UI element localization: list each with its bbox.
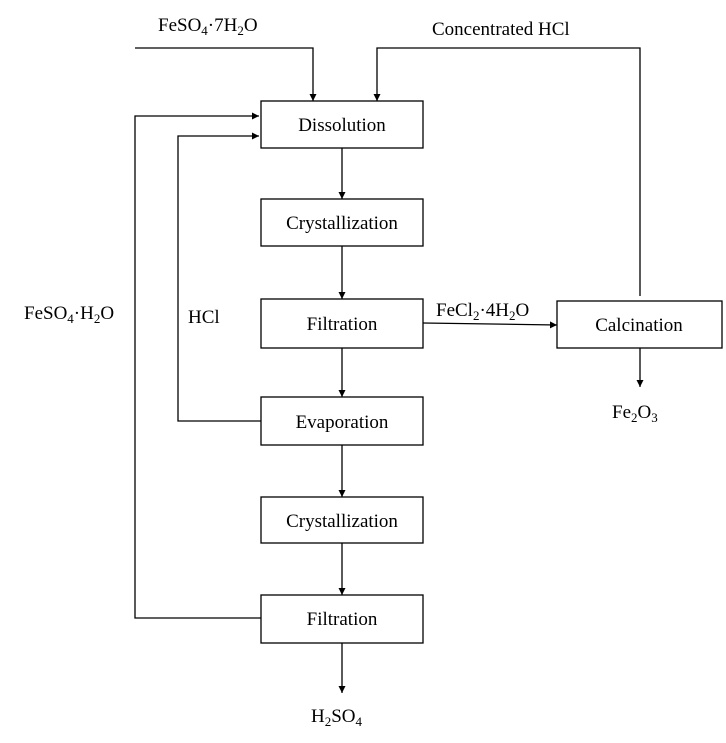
evaporation-box: Evaporation — [260, 396, 424, 446]
feso4-7h2o-label: FeSO4·7H2O — [158, 15, 258, 38]
h2so4-label: H2SO4 — [311, 706, 363, 729]
calcination-label: Calcination — [595, 315, 683, 336]
filtration-box-2: Filtration — [260, 594, 424, 644]
evaporation-label: Evaporation — [296, 412, 389, 433]
filtration-box-1: Filtration — [260, 298, 424, 349]
crystallization-box-1: Crystallization — [260, 198, 424, 247]
crystallization-2-label: Crystallization — [286, 511, 398, 532]
dissolution-box: Dissolution — [260, 100, 424, 149]
filtration-1-label: Filtration — [307, 314, 378, 335]
feso4-7h2o-input-arrow — [135, 47, 317, 101]
concentrated-hcl-recycle-arrow — [373, 47, 641, 296]
feso4-h2o-label: FeSO4·H2O — [24, 303, 114, 326]
hcl-label: HCl — [188, 307, 220, 328]
crystallization-box-2: Crystallization — [260, 496, 424, 544]
feso4-h2o-recycle-arrow — [134, 112, 261, 619]
concentrated-hcl-label: Concentrated HCl — [432, 19, 570, 40]
arrow-filtration-to-calcination — [422, 321, 558, 329]
crystallization-1-label: Crystallization — [286, 213, 398, 234]
fe2o3-label: Fe2O3 — [612, 402, 658, 425]
dissolution-label: Dissolution — [298, 115, 386, 136]
calcination-box: Calcination — [556, 300, 723, 349]
filtration-2-label: Filtration — [307, 609, 378, 630]
fecl2-4h2o-label: FeCl2·4H2O — [436, 300, 529, 323]
hcl-recycle-arrow — [177, 132, 261, 422]
